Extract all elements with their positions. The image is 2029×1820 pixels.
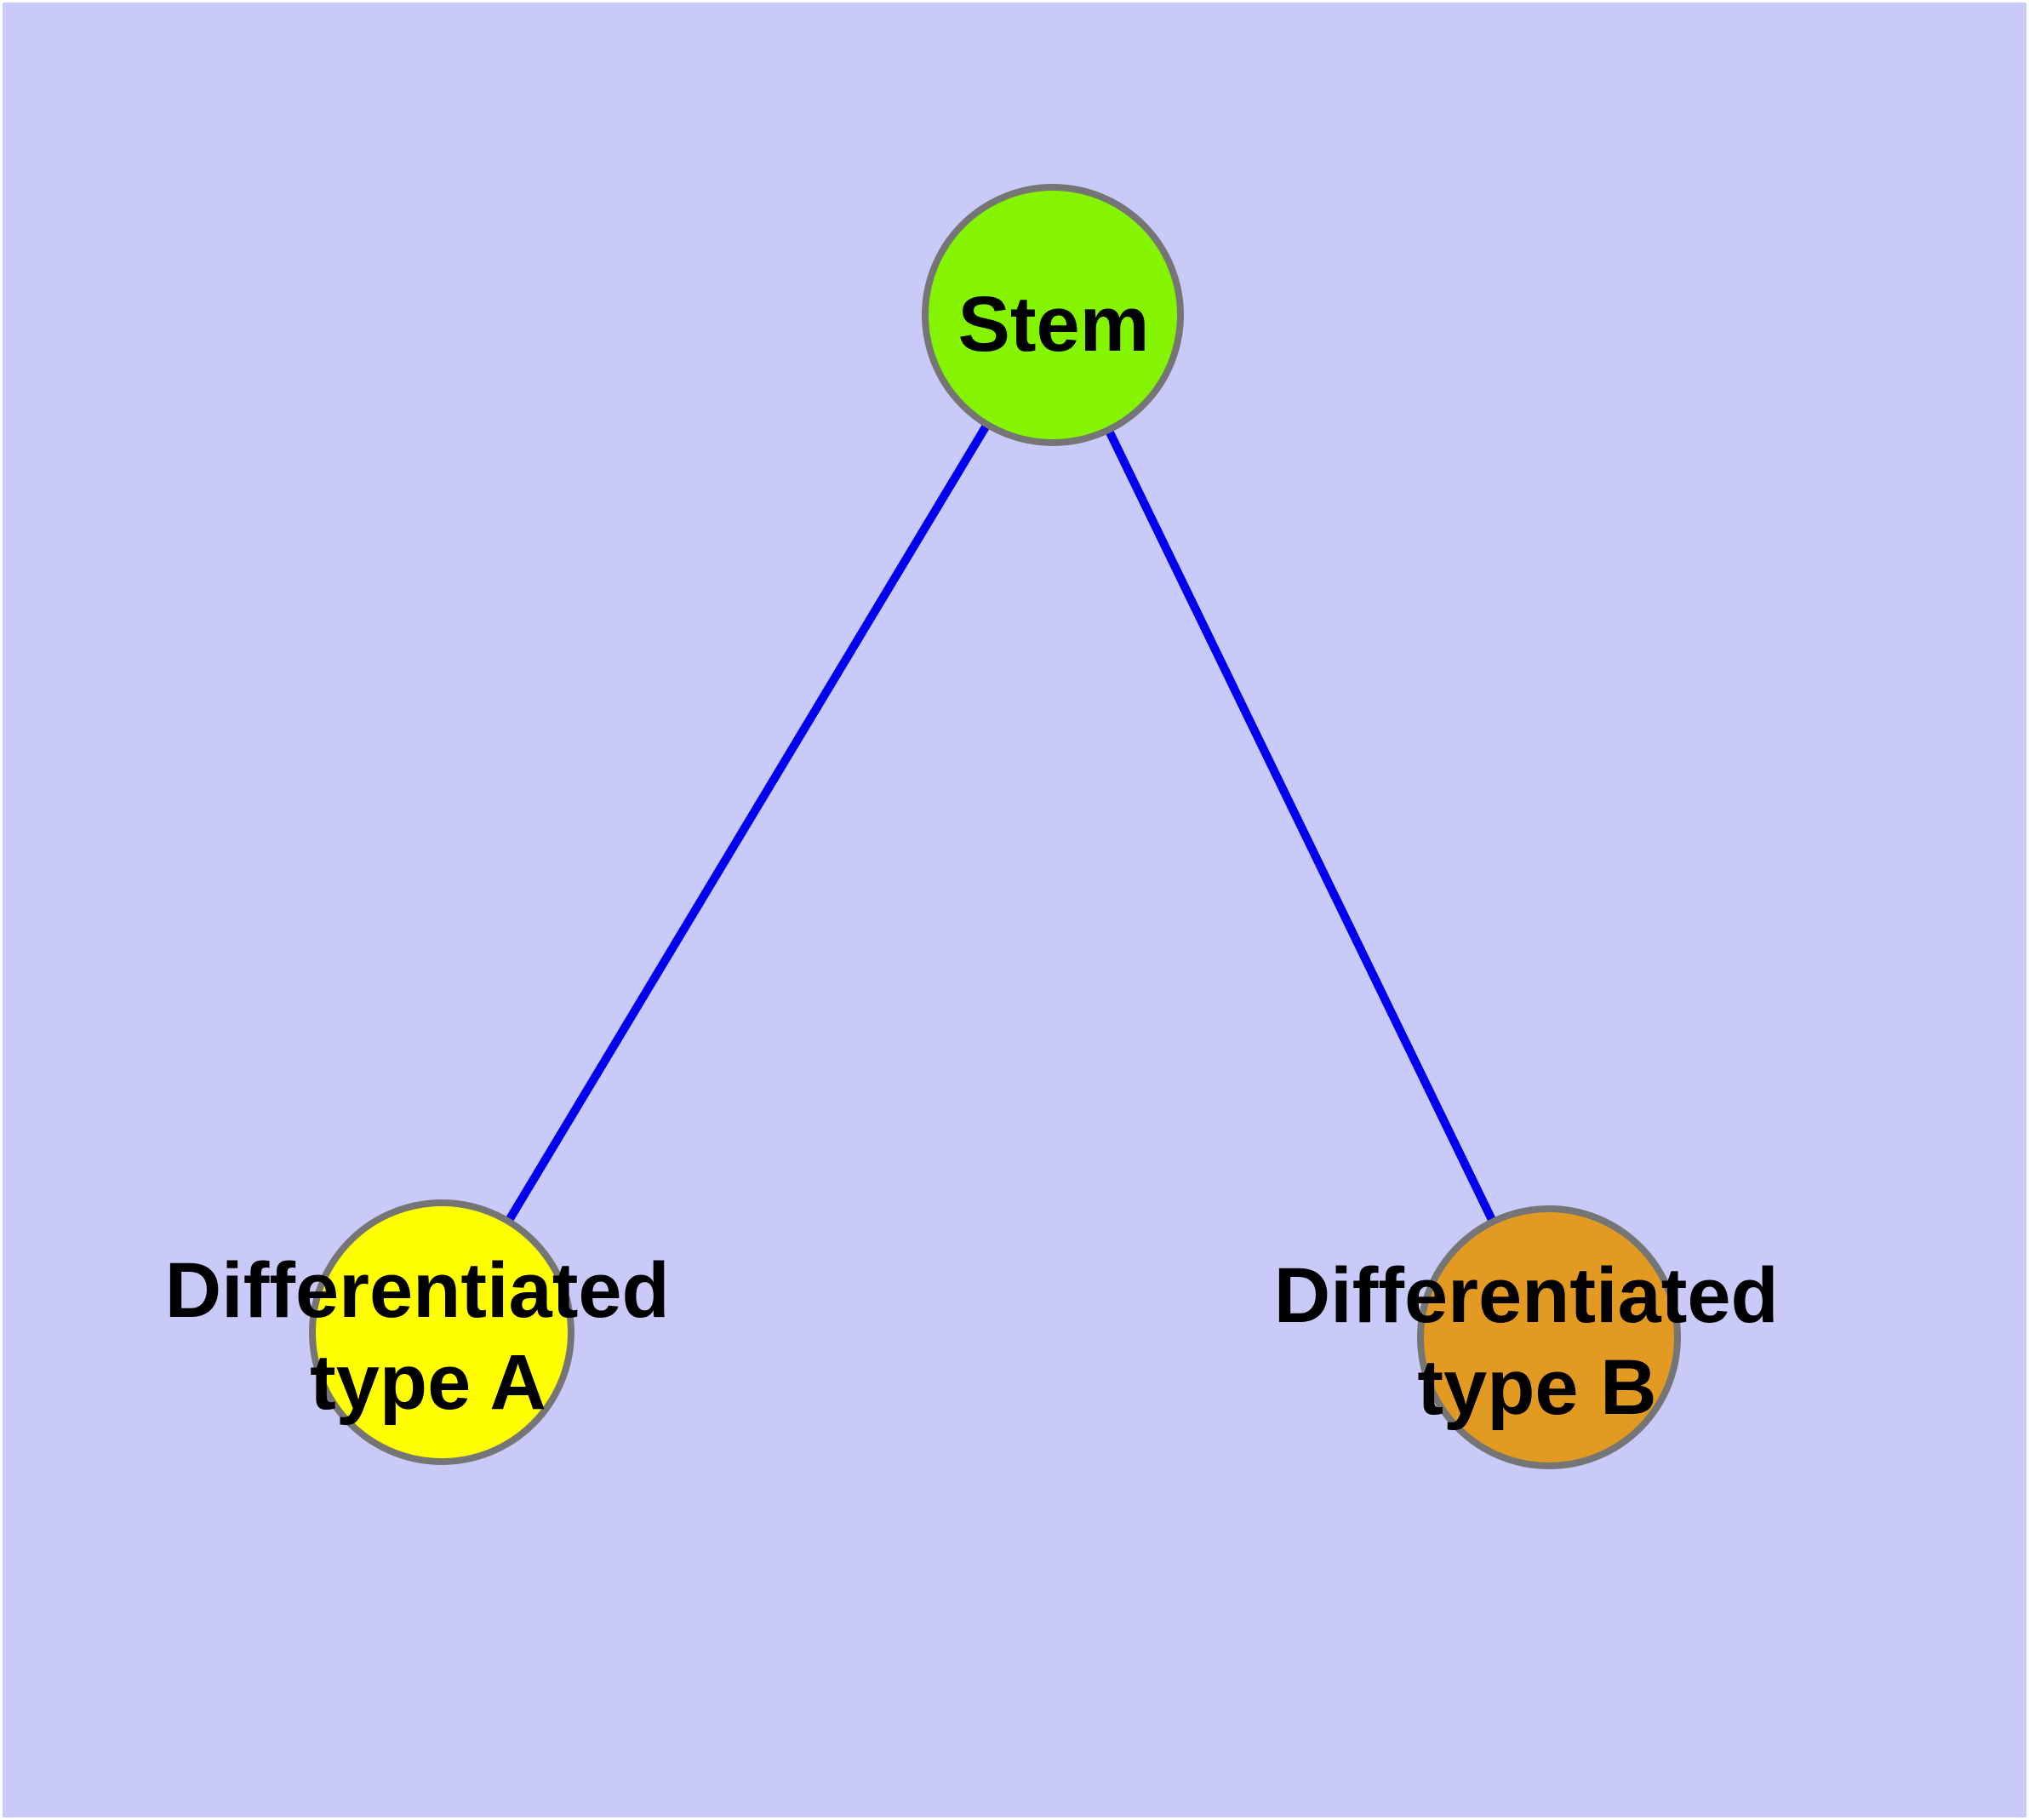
node-differentiated-type-a-label-line2: type A [310,1339,546,1426]
node-stem-label: Stem [958,281,1150,368]
node-differentiated-type-a-label: Differentiated type A [165,1247,692,1426]
edge-stem-to-type-a [437,312,1057,1335]
node-differentiated-type-a-label-line1: Differentiated [165,1247,670,1334]
node-differentiated-type-b-circle [1417,1205,1681,1469]
node-differentiated-type-b-label-line2: type B [1417,1344,1656,1431]
node-differentiated-type-a-circle [309,1199,574,1465]
node-stem-circle [922,184,1184,446]
node-differentiated-type-b-label-line1: Differentiated [1274,1252,1779,1339]
edge-stem-to-type-b [1049,312,1553,1340]
node-differentiated-type-b-label: Differentiated type B [1274,1252,1801,1431]
